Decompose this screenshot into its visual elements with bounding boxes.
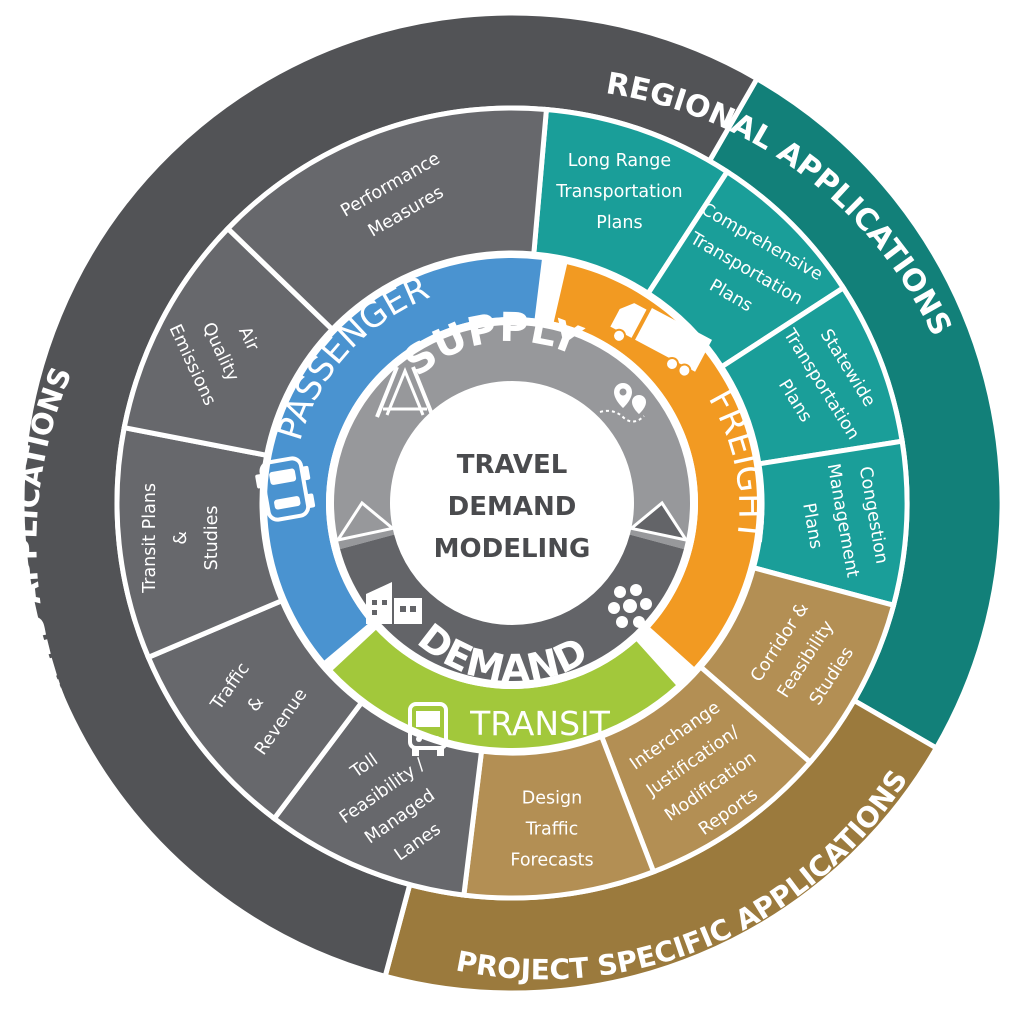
- truck-icon: [610, 303, 713, 378]
- segment-label: Transit Plans&Studies: [140, 483, 222, 594]
- segment-label-line: Studies: [202, 505, 222, 570]
- passenger-arc: [266, 258, 542, 661]
- segment-label-line: Plans: [596, 213, 642, 233]
- demand-arrow-tip: [627, 500, 690, 543]
- segment-label-line: Long Range: [568, 151, 671, 171]
- segment-label-line: Design: [522, 789, 582, 809]
- bus-icon: [408, 702, 448, 756]
- road-icon: [375, 366, 435, 418]
- people-icon: [608, 584, 652, 628]
- passenger-freight-chevron: [541, 261, 560, 322]
- center-disc: [394, 385, 630, 621]
- segment-label-line: Transit Plans: [140, 483, 160, 594]
- supply-arrow-tip: [334, 500, 397, 543]
- segment-label-line: &: [171, 531, 191, 545]
- map-pins-icon: [599, 383, 646, 423]
- transit-label: TRANSIT: [469, 704, 611, 743]
- center-title-line-1: TRAVEL: [457, 450, 568, 480]
- segment-label-line: Traffic: [525, 820, 579, 840]
- car-icon: [255, 456, 316, 522]
- freight-arc: [553, 264, 757, 667]
- center-title-line-3: MODELING: [434, 534, 591, 564]
- supply-arc: [334, 325, 690, 550]
- center-title-line-2: DEMAND: [448, 492, 577, 522]
- buildings-icon: [366, 582, 422, 624]
- segment-label-line: Forecasts: [510, 851, 593, 871]
- segment-label-line: Transportation: [555, 182, 682, 202]
- demand-arc: [340, 534, 684, 681]
